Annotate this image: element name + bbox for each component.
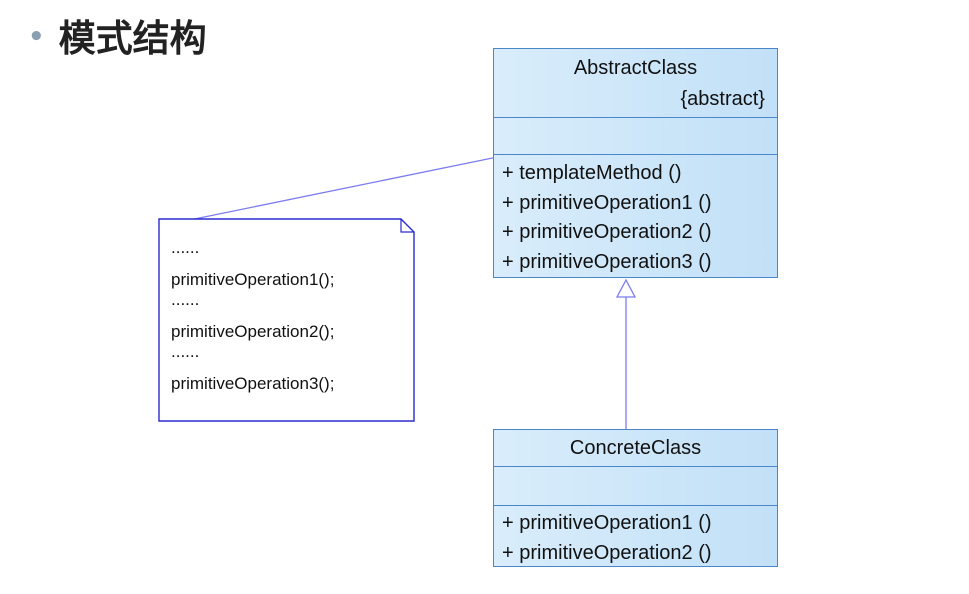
- note-ellipsis: ......: [171, 238, 200, 257]
- note-ellipsis: ......: [171, 290, 200, 309]
- slide-title: 模式结构: [58, 17, 207, 60]
- concrete-class-operations: + primitiveOperation1 () + primitiveOper…: [494, 506, 777, 568]
- abstract-class-box: AbstractClass {abstract} + templateMetho…: [493, 48, 778, 278]
- note-anchor-line: [169, 153, 513, 225]
- operation-primitive-2: + primitiveOperation2 (): [502, 541, 712, 564]
- abstract-class-name: AbstractClass: [573, 57, 698, 79]
- operation-primitive-1: + primitiveOperation1 (): [502, 512, 712, 534]
- note-box: ...... primitiveOperation1(); ...... pri…: [159, 219, 414, 421]
- note-call-3: primitiveOperation3();: [171, 374, 335, 393]
- operation-primitive-1: + primitiveOperation1 (): [502, 191, 712, 214]
- concrete-class-box: ConcreteClass + primitiveOperation1 () +…: [493, 429, 778, 567]
- abstract-stereotype: {abstract}: [680, 88, 765, 110]
- note-fold-icon: [400, 219, 414, 233]
- concrete-class-name: ConcreteClass: [569, 437, 702, 459]
- note-shape: [158, 218, 415, 422]
- bullet-icon: •: [28, 22, 45, 52]
- abstract-class-attributes: [494, 118, 777, 155]
- slide-heading: • 模式结构: [28, 14, 207, 64]
- operation-primitive-3: + primitiveOperation3 (): [502, 250, 712, 273]
- generalization-arrowhead-icon: [615, 278, 637, 298]
- operation-template-method: + templateMethod (): [502, 162, 682, 184]
- note-ellipsis: ......: [171, 342, 200, 361]
- abstract-class-operations: + templateMethod () + primitiveOperation…: [494, 155, 777, 277]
- concrete-class-header: ConcreteClass: [494, 430, 777, 467]
- operation-primitive-2: + primitiveOperation2 (): [502, 221, 712, 243]
- abstract-class-header: AbstractClass {abstract}: [494, 49, 777, 118]
- note-call-2: primitiveOperation2();: [171, 322, 335, 341]
- note-call-1: primitiveOperation1();: [171, 270, 335, 289]
- concrete-class-attributes: [494, 467, 777, 506]
